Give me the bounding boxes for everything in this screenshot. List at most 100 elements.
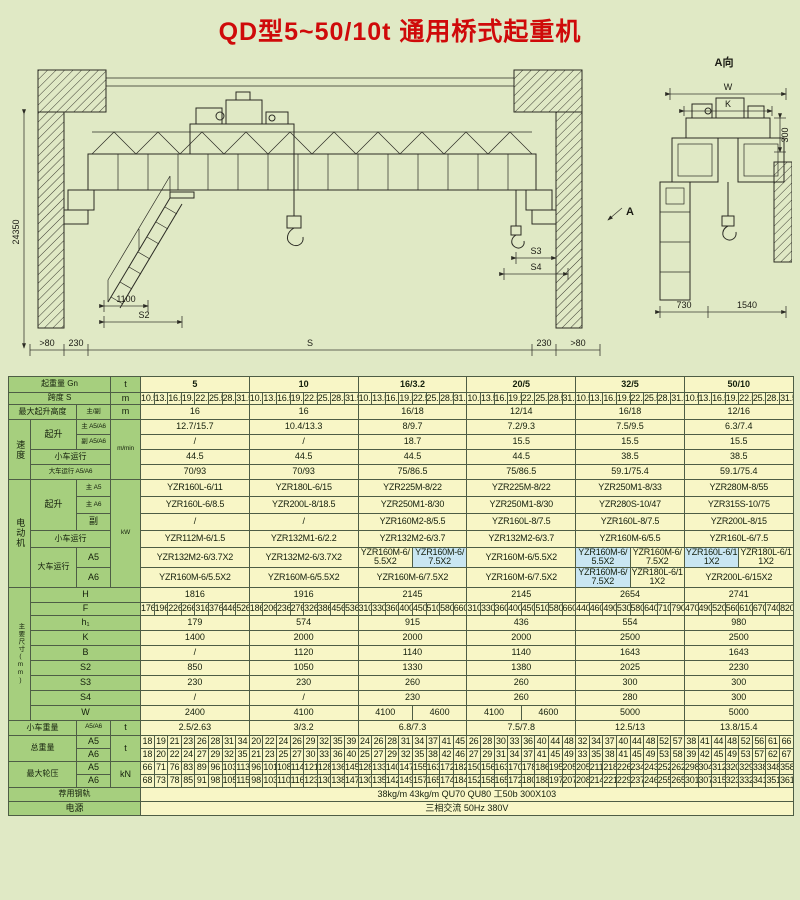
spec-cell: 28.5: [439, 392, 454, 405]
spec-cell: 38: [683, 734, 699, 749]
spec-cell: 23: [180, 734, 196, 749]
spec-cell: 4600: [520, 704, 577, 721]
spec-cell: 32: [221, 747, 237, 762]
spec-cell: 360: [493, 601, 509, 616]
spec-cell: 103: [221, 760, 237, 775]
spec-cell: 最大轮压: [8, 760, 77, 788]
spec-cell: 98: [248, 773, 264, 788]
spec-cell: 16.5: [167, 392, 182, 405]
handrail-lattice: [91, 131, 533, 155]
spec-cell: 24: [357, 734, 373, 749]
spec-cell: 255: [656, 773, 672, 788]
spec-cell: 184: [452, 773, 468, 788]
spec-cell: 145: [343, 760, 359, 775]
spec-cell: 29: [384, 747, 400, 762]
spec-cell: 28.5: [656, 392, 672, 405]
spec-cell: 40: [534, 734, 549, 749]
spec-cell: 荐用钢轨: [7, 786, 142, 802]
spec-cell: 790: [670, 601, 685, 616]
spec-cell: 27: [466, 747, 481, 762]
spec-cell: 45: [547, 747, 563, 762]
spec-cell: 510: [425, 601, 441, 616]
spec-cell: 27: [371, 747, 386, 762]
spec-cell: YZR250M1-8/33: [575, 479, 685, 497]
spec-cell: YZR160M-6/5.5X2: [357, 547, 413, 568]
spec-cell: A5: [75, 760, 112, 775]
spec-cell: 25.5: [425, 392, 441, 405]
spec-cell: 178: [520, 760, 536, 775]
spec-cell: 主要尺寸(mm): [8, 586, 31, 721]
spec-cell: 123: [303, 773, 318, 788]
spec-cell: 起升: [30, 419, 77, 450]
spec-cell: 2741: [683, 586, 794, 603]
spec-cell: 315: [711, 773, 726, 788]
spec-cell: 560: [724, 601, 740, 616]
spec-cell: 31: [398, 734, 413, 749]
spec-cell: 221: [602, 773, 617, 788]
spec-cell: 起重量 Gn: [7, 376, 112, 393]
spec-cell: 20/5: [466, 376, 577, 393]
spec-cell: 最大起升高度: [8, 404, 77, 420]
spec-cell: 163: [493, 760, 509, 775]
section-bottom-dims: 730 1540: [655, 300, 787, 318]
spec-cell: 2000: [248, 629, 359, 646]
spec-cell: 376: [208, 601, 223, 616]
spec-cell: 44.5: [466, 449, 577, 465]
spec-cell: 243: [643, 760, 658, 775]
spec-cell: 196: [153, 601, 169, 616]
spec-cell: 98: [208, 773, 223, 788]
spec-cell: /: [248, 434, 359, 450]
spec-cell: 62: [765, 747, 781, 762]
spec-cell: 16.5: [711, 392, 726, 405]
elevation-view: 1100 S2 S3 S4 >80 230 S 230 >80 24350: [11, 69, 634, 356]
dim-label-1540: 1540: [737, 300, 757, 310]
spec-cell: 312: [711, 760, 726, 775]
spec-cell: 22: [262, 734, 277, 749]
spec-cell: 48: [643, 734, 658, 749]
spec-cell: 446: [221, 601, 237, 616]
spec-cell: YZR160L-8/7.5: [466, 513, 577, 531]
spec-cell: YZR160L-6/7.5: [683, 530, 794, 548]
spec-cell: 10.5: [683, 392, 699, 405]
section-marker-a: A: [626, 206, 634, 218]
spec-cell: 12/14: [466, 404, 577, 420]
aux-hook: [510, 190, 525, 249]
spec-cell: 165: [493, 773, 509, 788]
spec-cell: YZR160L-6/8.5: [140, 496, 250, 514]
spec-cell: 574: [248, 614, 359, 631]
spec-cell: 22: [167, 747, 182, 762]
spec-cell: 155: [411, 760, 427, 775]
spec-cell: YZR160M2-8/5.5: [357, 513, 468, 531]
spec-cell: 4600: [411, 704, 468, 721]
spec-cell: 10.5: [248, 392, 264, 405]
spec-cell: 小车运行: [29, 530, 112, 548]
spec-cell: 21: [167, 734, 182, 749]
spec-cell: 52: [738, 734, 753, 749]
spec-cell: 16/18: [575, 404, 685, 420]
spec-cell: 13.5: [262, 392, 277, 405]
spec-cell: 25.5: [643, 392, 658, 405]
spec-cell: 252: [656, 760, 672, 775]
spec-cell: 31: [221, 734, 237, 749]
section-hook: [721, 182, 737, 241]
spec-cell: YZR250M1-8/30: [466, 496, 577, 514]
spec-cell: 19.5: [724, 392, 740, 405]
spec-cell: YZR160M-6/7.5X2: [411, 547, 468, 568]
spec-cell: 358: [779, 760, 794, 775]
dim-label-s3: S3: [530, 246, 541, 256]
spec-cell: 156: [479, 760, 495, 775]
spec-cell: 12/16: [683, 404, 794, 420]
spec-cell: YZR160M-6/7.5X2: [357, 566, 468, 588]
spec-cell: 195: [547, 760, 563, 775]
spec-cell: 33: [507, 734, 522, 749]
spec-cell: YZR160L-6/11: [140, 479, 250, 497]
spec-cell: 41: [439, 734, 454, 749]
spec-cell: 460: [588, 601, 604, 616]
section-view-title: A向: [715, 55, 734, 69]
girder-stiffeners: [117, 154, 509, 190]
spec-cell: 31.5: [343, 392, 359, 405]
spec-cell: 61: [765, 734, 781, 749]
spec-cell: 2654: [575, 586, 685, 603]
spec-cell: 41: [534, 747, 549, 762]
spec-cell: 147: [398, 760, 413, 775]
